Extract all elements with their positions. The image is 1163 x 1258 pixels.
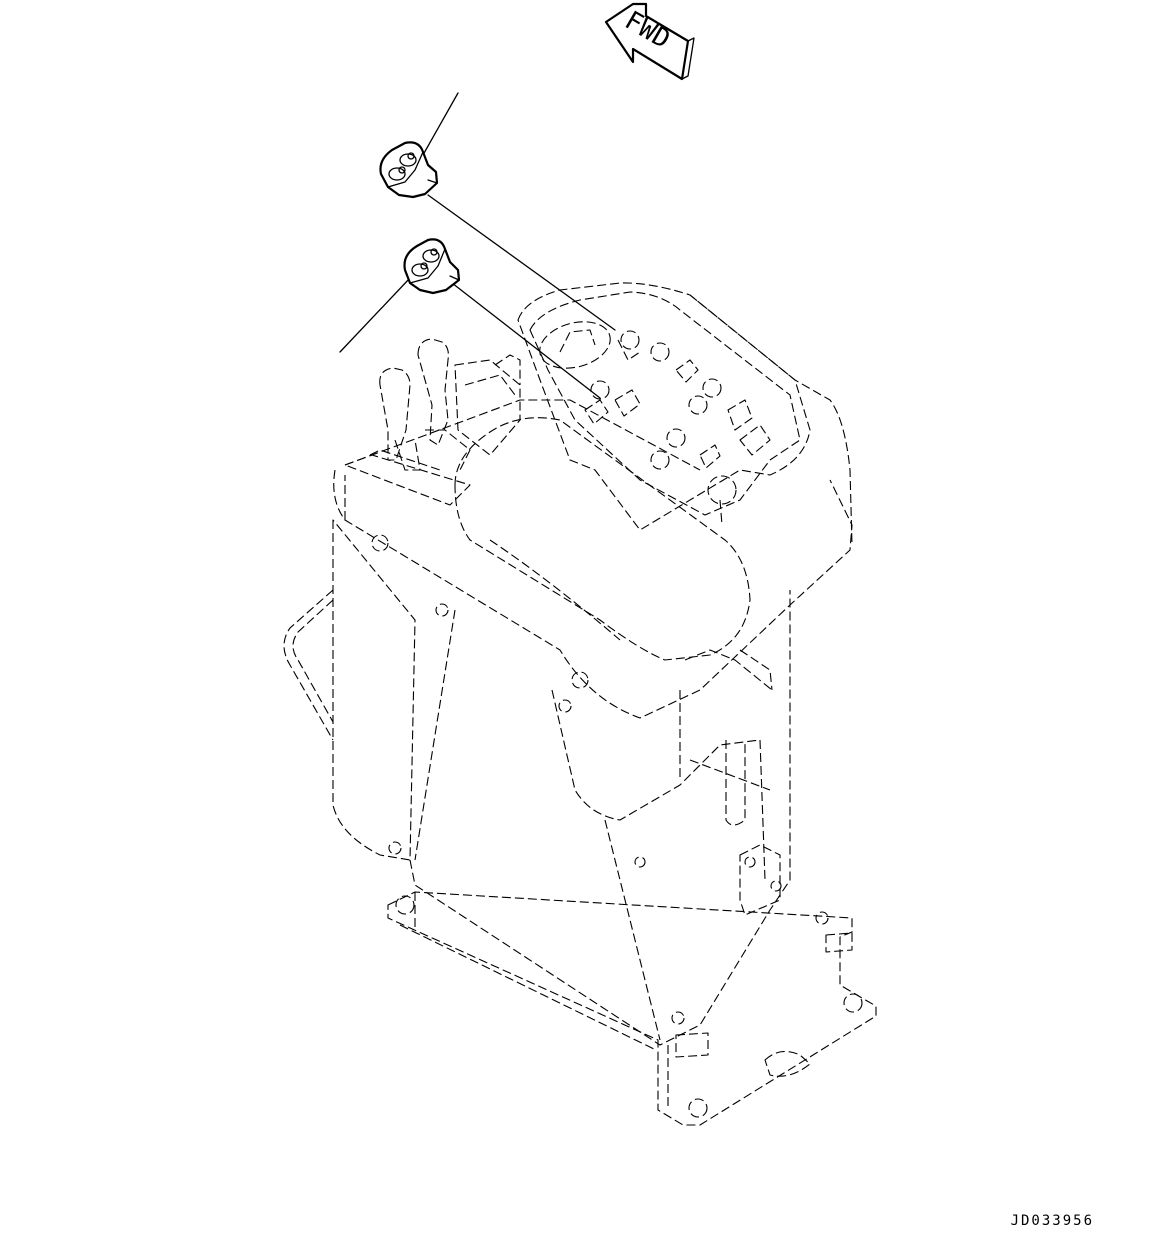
fwd-arrow-label: FWD <box>619 6 675 55</box>
console-pedestal <box>332 519 791 1046</box>
handrail <box>283 589 334 741</box>
switch-part-1 <box>379 141 439 199</box>
fwd-arrow: FWD <box>604 2 695 81</box>
armrest <box>371 417 773 691</box>
drawing-id: JD033956 <box>1010 1213 1094 1229</box>
control-levers <box>344 338 521 506</box>
base-plate <box>387 891 877 1126</box>
leader-lines <box>339 92 616 399</box>
switch-part-2 <box>403 238 461 295</box>
console-top <box>333 399 853 719</box>
switch-panel <box>517 282 853 546</box>
